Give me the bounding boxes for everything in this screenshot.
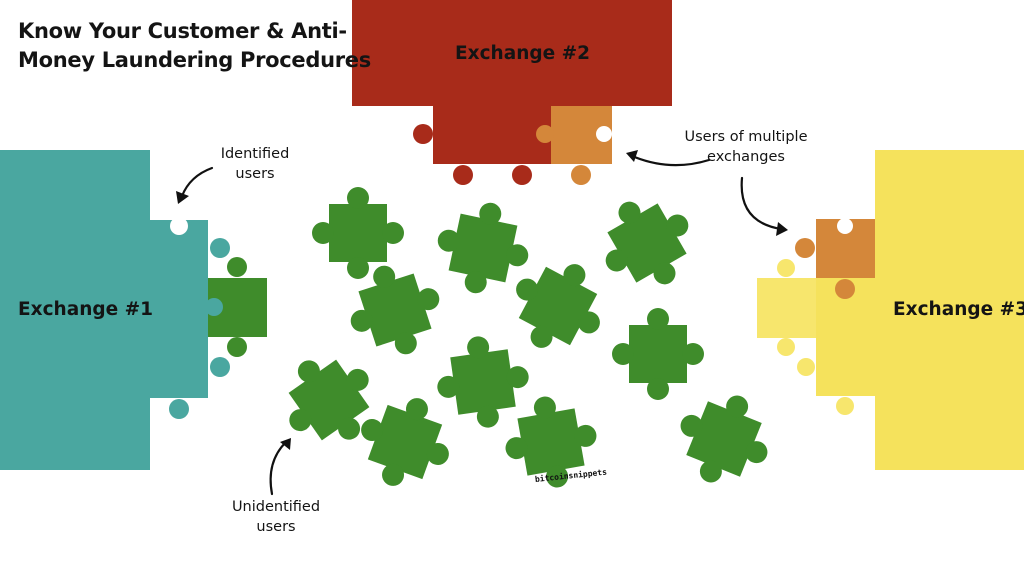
arrow-unidentified <box>269 440 288 496</box>
page-title-line-1: Know Your Customer & Anti- <box>18 19 347 43</box>
exchange-2-block <box>352 0 672 185</box>
arrowhead <box>280 438 291 450</box>
green-puzzle-piece <box>584 180 710 306</box>
arrowhead <box>776 222 788 236</box>
notch <box>205 298 223 316</box>
arrow-multiple-exchanges-right <box>740 176 783 231</box>
annotation-line: users <box>256 519 296 535</box>
exchange-3-block <box>757 150 1024 470</box>
exchange-1-label: Exchange #1 <box>18 299 153 320</box>
annotation-line: Unidentified <box>231 499 321 515</box>
annotation-identified-users: Identified users <box>213 144 297 184</box>
annotation-line: Users of multiple <box>684 129 808 145</box>
annotation-line: users <box>235 166 275 182</box>
arrow-identified <box>180 166 214 198</box>
arrowhead <box>626 150 638 162</box>
page-title-line-2: Money Laundering Procedures <box>18 48 371 72</box>
exchange-2-label: Exchange #2 <box>455 43 590 64</box>
page-title: Know Your Customer & Anti- Money Launder… <box>18 17 371 75</box>
arrowhead <box>176 191 189 204</box>
arrow-multiple-exchanges-left <box>630 154 711 167</box>
green-puzzle-piece <box>312 187 404 279</box>
annotation-line: Identified <box>220 146 290 162</box>
exchange-1-block <box>0 150 230 470</box>
green-puzzle-piece <box>664 379 784 499</box>
annotation-multiple-exchanges: Users of multiple exchanges <box>675 127 817 167</box>
green-puzzle-piece <box>612 308 704 400</box>
annotation-line: exchanges <box>707 149 785 165</box>
exchange-3-label: Exchange #3 <box>893 299 1024 320</box>
annotation-unidentified-users: Unidentified users <box>226 497 326 537</box>
notch <box>170 217 188 235</box>
